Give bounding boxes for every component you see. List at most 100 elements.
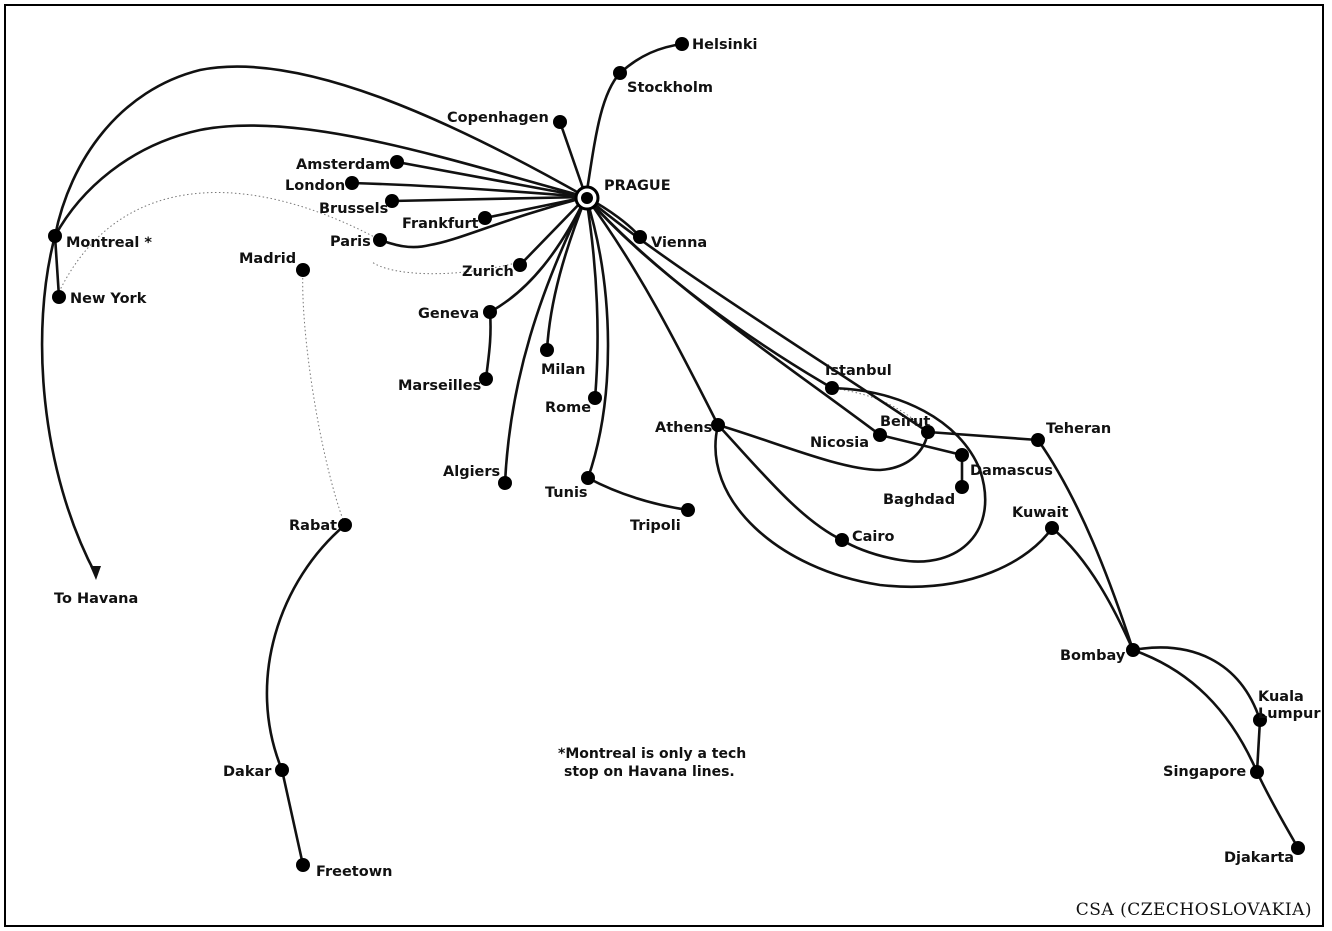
dot-baghdad <box>955 480 969 494</box>
route-athens-kuwait <box>714 423 1054 589</box>
label-montreal: Montreal * <box>66 235 152 251</box>
dot-new-york <box>52 290 66 304</box>
label-kuala: Kuala <box>1258 689 1304 705</box>
dot-istanbul <box>825 381 839 395</box>
route-beirut-teheran <box>926 430 1040 442</box>
dot-tripoli <box>681 503 695 517</box>
dot-damascus <box>955 448 969 462</box>
route-geneva-marseilles <box>484 310 492 381</box>
dot-nicosia <box>873 428 887 442</box>
dot-tunis <box>581 471 595 485</box>
dot-stockholm <box>613 66 627 80</box>
dot-djakarta <box>1291 841 1305 855</box>
label-beirut: Beirut <box>880 414 930 430</box>
label-amsterdam: Amsterdam <box>296 157 390 173</box>
route-kuwait-bombay <box>1050 526 1135 652</box>
label-tripoli: Tripoli <box>630 518 681 534</box>
dot-vienna <box>633 230 647 244</box>
dot-beirut <box>921 425 935 439</box>
route-prague-brussels <box>390 195 588 203</box>
dot-kuwait <box>1045 521 1059 535</box>
dot-bombay <box>1126 643 1140 657</box>
label-prague: PRAGUE <box>604 178 671 194</box>
route-prague-beirut <box>584 195 930 434</box>
label-baghdad: Baghdad <box>883 492 955 508</box>
dotted-routes <box>59 192 929 526</box>
label-to-havana: To Havana <box>54 591 138 607</box>
dot-rome <box>588 391 602 405</box>
label-new-york: New York <box>70 291 147 307</box>
route-prague-paris <box>378 195 588 249</box>
route-prague-montreal-lower <box>53 124 588 238</box>
label-brussels: Brussels <box>319 201 388 217</box>
label-freetown: Freetown <box>316 864 392 880</box>
dot-marseilles <box>479 372 493 386</box>
route-nicosia-damascus <box>878 433 964 457</box>
route-dotted-paris-montreal <box>59 192 381 291</box>
label-stockholm: Stockholm <box>627 80 713 96</box>
dot-paris <box>373 233 387 247</box>
route-prague-london <box>350 181 588 199</box>
label-kuwait: Kuwait <box>1012 505 1068 521</box>
label-bombay: Bombay <box>1060 648 1126 664</box>
dot-frankfurt <box>478 211 492 225</box>
route-montreal-havana <box>40 234 98 577</box>
route-prague-amsterdam <box>395 160 588 199</box>
dot-helsinki <box>675 37 689 51</box>
route-singapore-djakarta <box>1255 770 1300 850</box>
route-map <box>4 4 1324 927</box>
label-helsinki: Helsinki <box>692 37 757 53</box>
label-algiers: Algiers <box>443 464 500 480</box>
dot-cairo <box>835 533 849 547</box>
dot-teheran <box>1031 433 1045 447</box>
dot-madrid <box>296 263 310 277</box>
dot-montreal <box>48 229 62 243</box>
label-dakar: Dakar <box>223 764 272 780</box>
dot-athens <box>711 418 725 432</box>
dot-singapore <box>1250 765 1264 779</box>
label-djakarta: Djakarta <box>1224 850 1294 866</box>
dot-amsterdam <box>390 155 404 169</box>
dot-kuala-lumpur <box>1253 713 1267 727</box>
route-dakar-freetown <box>280 768 305 867</box>
route-prague-tunis <box>584 195 610 480</box>
routes <box>40 42 1300 867</box>
label-frankfurt: Frankfurt <box>402 216 479 232</box>
route-bombay-singapore <box>1131 648 1259 774</box>
label-paris: Paris <box>330 234 371 250</box>
route-prague-stockholm-helsinki <box>584 42 684 199</box>
route-montreal-new-york <box>53 234 61 299</box>
label-london: London <box>285 178 345 194</box>
route-prague-nicosia <box>584 195 882 437</box>
label-tunis: Tunis <box>545 485 588 501</box>
route-dotted-zurich <box>371 261 521 275</box>
footnote-line-2: stop on Havana lines. <box>564 764 735 780</box>
route-athens-nicosia <box>716 423 930 472</box>
dot-geneva <box>483 305 497 319</box>
route-dotted-madrid-rabat <box>302 269 346 526</box>
label-teheran: Teheran <box>1046 421 1111 437</box>
route-prague-zurich <box>518 195 588 267</box>
route-rabat-dakar <box>265 523 347 772</box>
city-labels: PRAGUE Helsinki Stockholm Copenhagen Ams… <box>54 37 1321 880</box>
label-geneva: Geneva <box>418 306 479 322</box>
label-rabat: Rabat <box>289 518 337 534</box>
route-athens-cairo <box>716 423 844 542</box>
label-athens: Athens <box>655 420 712 436</box>
dot-zurich <box>513 258 527 272</box>
footnote: *Montreal is only a tech stop on Havana … <box>558 745 788 781</box>
arrow-to-havana <box>90 566 101 580</box>
route-tunis-tripoli <box>586 476 690 512</box>
route-prague-rome <box>584 195 599 400</box>
dot-brussels <box>385 194 399 208</box>
dot-rabat <box>338 518 352 532</box>
label-istanbul: Istanbul <box>825 363 892 379</box>
route-istanbul-damascus <box>830 386 987 563</box>
label-nicosia: Nicosia <box>810 435 869 451</box>
label-rome: Rome <box>545 400 591 416</box>
label-cairo: Cairo <box>852 529 895 545</box>
route-prague-milan <box>545 195 588 352</box>
route-prague-montreal-upper <box>53 65 588 238</box>
dot-milan <box>540 343 554 357</box>
